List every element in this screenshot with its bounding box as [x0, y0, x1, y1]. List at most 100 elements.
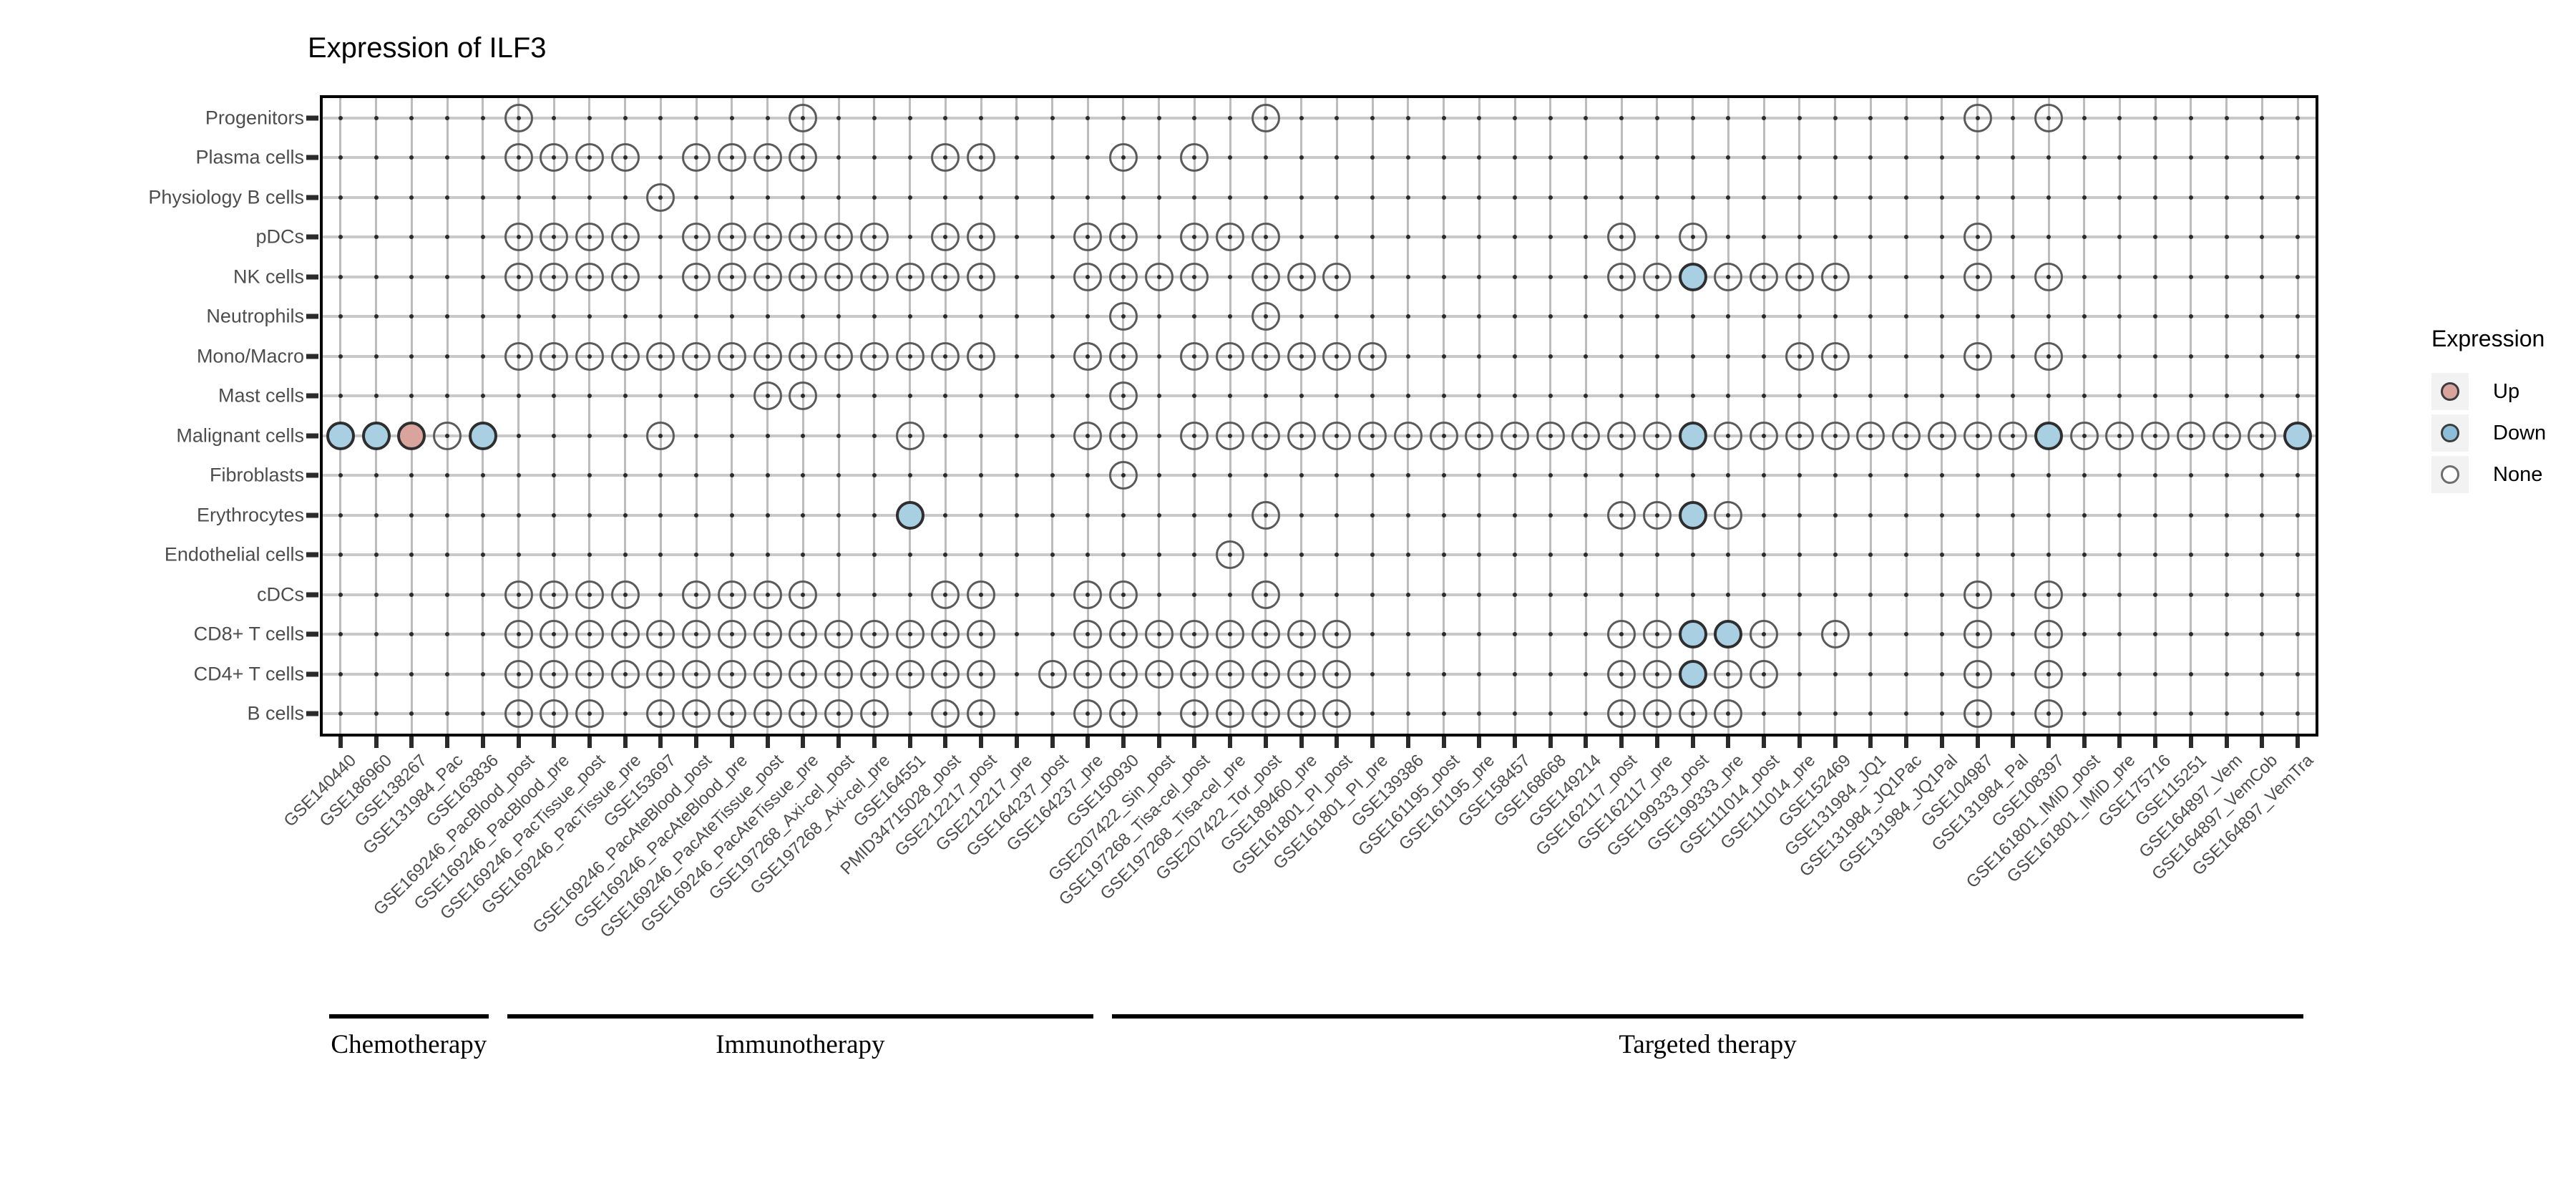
expression-dot[interactable] [397, 421, 426, 450]
expression-dot[interactable] [575, 659, 604, 689]
expression-dot[interactable] [1963, 223, 1992, 252]
expression-dot[interactable] [1714, 699, 1743, 729]
expression-dot[interactable] [646, 341, 675, 371]
expression-dot[interactable] [1856, 421, 1885, 450]
expression-dot[interactable] [610, 262, 640, 291]
expression-dot[interactable] [753, 223, 782, 252]
expression-dot[interactable] [1108, 262, 1138, 291]
expression-dot[interactable] [895, 341, 924, 371]
expression-dot[interactable] [575, 223, 604, 252]
expression-dot[interactable] [646, 620, 675, 649]
legend-entry[interactable]: None [2431, 454, 2575, 495]
expression-dot[interactable] [931, 262, 960, 291]
expression-dot[interactable] [789, 580, 818, 609]
expression-dot[interactable] [1714, 620, 1743, 649]
expression-dot[interactable] [682, 659, 711, 689]
expression-dot[interactable] [1963, 620, 1992, 649]
expression-dot[interactable] [1180, 659, 1209, 689]
expression-dot[interactable] [717, 341, 746, 371]
expression-dot[interactable] [967, 699, 996, 729]
expression-dot[interactable] [540, 699, 569, 729]
expression-dot[interactable] [610, 620, 640, 649]
expression-dot[interactable] [1678, 223, 1707, 252]
expression-dot[interactable] [789, 143, 818, 172]
expression-dot[interactable] [1144, 659, 1174, 689]
expression-dot[interactable] [1251, 699, 1280, 729]
expression-dot[interactable] [859, 341, 889, 371]
expression-dot[interactable] [967, 223, 996, 252]
expression-dot[interactable] [1108, 580, 1138, 609]
expression-dot[interactable] [2212, 421, 2241, 450]
expression-dot[interactable] [1108, 143, 1138, 172]
expression-dot[interactable] [682, 341, 711, 371]
expression-dot[interactable] [1144, 262, 1174, 291]
expression-dot[interactable] [1963, 699, 1992, 729]
expression-dot[interactable] [2248, 421, 2277, 450]
expression-dot[interactable] [789, 262, 818, 291]
expression-dot[interactable] [717, 620, 746, 649]
expression-dot[interactable] [2034, 262, 2063, 291]
expression-dot[interactable] [859, 620, 889, 649]
expression-dot[interactable] [717, 659, 746, 689]
expression-dot[interactable] [753, 699, 782, 729]
expression-dot[interactable] [1251, 103, 1280, 132]
expression-dot[interactable] [504, 103, 533, 132]
expression-dot[interactable] [1251, 620, 1280, 649]
expression-dot[interactable] [2034, 580, 2063, 609]
expression-dot[interactable] [789, 341, 818, 371]
expression-dot[interactable] [753, 381, 782, 411]
expression-dot[interactable] [2105, 421, 2135, 450]
expression-dot[interactable] [1180, 262, 1209, 291]
expression-dot[interactable] [1607, 500, 1636, 530]
expression-dot[interactable] [540, 262, 569, 291]
expression-dot[interactable] [789, 620, 818, 649]
expression-dot[interactable] [1216, 341, 1245, 371]
expression-dot[interactable] [789, 103, 818, 132]
expression-dot[interactable] [682, 580, 711, 609]
expression-dot[interactable] [504, 223, 533, 252]
expression-dot[interactable] [1785, 262, 1814, 291]
expression-dot[interactable] [1216, 620, 1245, 649]
expression-dot[interactable] [1642, 421, 1672, 450]
expression-dot[interactable] [1322, 620, 1352, 649]
expression-dot[interactable] [1678, 699, 1707, 729]
expression-dot[interactable] [610, 580, 640, 609]
expression-dot[interactable] [2034, 421, 2063, 450]
expression-dot[interactable] [575, 143, 604, 172]
expression-dot[interactable] [753, 262, 782, 291]
expression-dot[interactable] [1180, 421, 1209, 450]
expression-dot[interactable] [1678, 620, 1707, 649]
expression-dot[interactable] [1108, 461, 1138, 490]
expression-dot[interactable] [789, 659, 818, 689]
expression-dot[interactable] [717, 143, 746, 172]
expression-dot[interactable] [1216, 223, 1245, 252]
expression-dot[interactable] [967, 580, 996, 609]
expression-dot[interactable] [1251, 421, 1280, 450]
expression-dot[interactable] [753, 580, 782, 609]
expression-dot[interactable] [468, 421, 497, 450]
expression-dot[interactable] [1536, 421, 1565, 450]
expression-dot[interactable] [1963, 341, 1992, 371]
expression-dot[interactable] [1073, 421, 1103, 450]
expression-dot[interactable] [1287, 421, 1316, 450]
expression-dot[interactable] [753, 143, 782, 172]
expression-dot[interactable] [1429, 421, 1458, 450]
expression-dot[interactable] [1358, 421, 1387, 450]
expression-dot[interactable] [1108, 341, 1138, 371]
expression-dot[interactable] [1038, 659, 1067, 689]
expression-dot[interactable] [931, 580, 960, 609]
legend-entry[interactable]: Down [2431, 412, 2575, 454]
expression-dot[interactable] [1108, 659, 1138, 689]
expression-dot[interactable] [1108, 421, 1138, 450]
expression-dot[interactable] [646, 421, 675, 450]
expression-dot[interactable] [1108, 620, 1138, 649]
expression-dot[interactable] [1607, 659, 1636, 689]
expression-dot[interactable] [1108, 381, 1138, 411]
expression-dot[interactable] [931, 699, 960, 729]
expression-dot[interactable] [895, 421, 924, 450]
expression-dot[interactable] [646, 659, 675, 689]
expression-dot[interactable] [1571, 421, 1601, 450]
expression-dot[interactable] [504, 699, 533, 729]
expression-dot[interactable] [682, 262, 711, 291]
expression-dot[interactable] [1750, 421, 1779, 450]
